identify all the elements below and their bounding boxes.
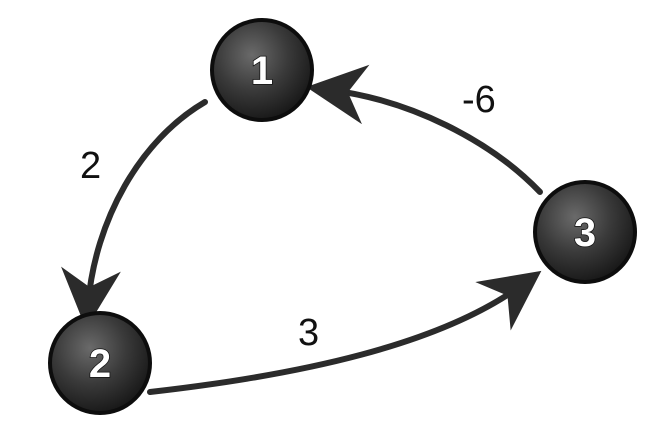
node-1: 1 bbox=[210, 18, 314, 122]
node-2: 2 bbox=[48, 311, 152, 415]
node-3: 3 bbox=[533, 180, 637, 284]
node-3-label: 3 bbox=[574, 211, 596, 255]
edge-3-to-1 bbox=[306, 64, 543, 195]
node-1-label: 1 bbox=[251, 49, 273, 93]
edge-2-to-3 bbox=[147, 270, 542, 395]
edge-weight-2-3: 3 bbox=[298, 312, 319, 354]
edge-weight-3-1: -6 bbox=[462, 79, 496, 121]
edge-weight-1-2: 2 bbox=[80, 145, 101, 187]
node-2-label: 2 bbox=[89, 342, 111, 386]
edge-1-to-2 bbox=[61, 99, 208, 329]
